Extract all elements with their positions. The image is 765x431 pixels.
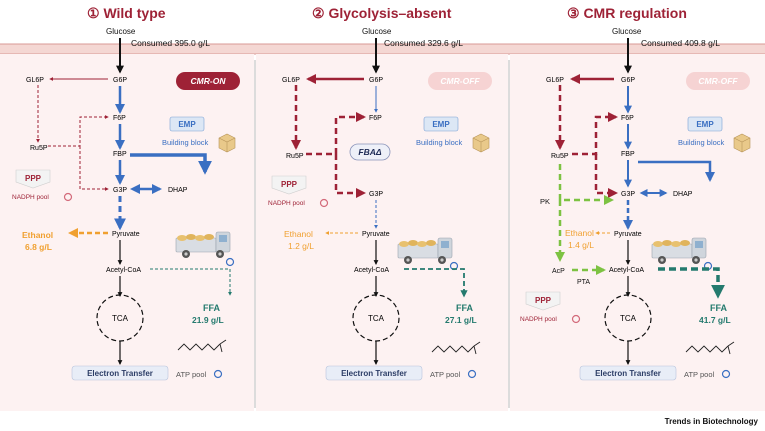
metabolite-f6p: F6P <box>113 115 126 122</box>
cmr-label: CMR-OFF <box>440 76 480 86</box>
metabolite-f6p: F6P <box>369 115 382 122</box>
consumed-label: Consumed 395.0 g/L <box>131 38 210 48</box>
nadph-pool-label: NADPH pool <box>12 194 49 201</box>
ffa-value: 27.1 g/L <box>445 315 477 325</box>
footer-journal: Trends in Biotechnology <box>665 417 759 426</box>
cmr-off-badge <box>428 72 492 90</box>
consumed-label: Consumed 409.8 g/L <box>641 38 720 48</box>
cmr-label: CMR-OFF <box>698 76 738 86</box>
atp-pool-label: ATP pool <box>176 370 206 379</box>
ethanol-value: 6.8 g/L <box>25 242 52 252</box>
membrane-band <box>0 44 765 54</box>
ppp-label: PPP <box>25 174 42 183</box>
metabolite-f6p: F6P <box>621 115 634 122</box>
nadph-pool-icon <box>571 314 581 324</box>
ethanol-label: Ethanol <box>22 230 53 240</box>
glucose-label: Glucose <box>106 27 136 36</box>
ethanol-label: Ethanol <box>284 229 313 239</box>
metabolite-fbp: FBP <box>621 151 635 158</box>
emp-label: EMP <box>178 120 196 129</box>
metabolite-acetyl-coa: Acetyl-CoA <box>609 267 644 274</box>
ffa-label: FFA <box>710 303 727 313</box>
metabolite-acetyl-coa: Acetyl-CoA <box>354 267 389 274</box>
metabolite-gl6p: GL6P <box>282 77 300 84</box>
metabolite-pyruvate: Pyruvate <box>112 231 140 238</box>
metabolite-pyruvate: Pyruvate <box>362 231 390 238</box>
atp-pool-label: ATP pool <box>684 370 714 379</box>
tca-label: TCA <box>112 314 129 323</box>
panel-wild-type: ① Wild type Glucose Consumed 395.0 g/L C… <box>12 5 240 381</box>
atp-pool-icon <box>213 369 223 379</box>
metabolite-g3p: G3P <box>621 191 635 198</box>
atp-pool-icon <box>467 369 477 379</box>
pta-label: PTA <box>577 279 590 286</box>
metabolite-g6p: G6P <box>369 77 383 84</box>
metabolite-dhap: DHAP <box>673 191 693 198</box>
consumed-label: Consumed 329.6 g/L <box>384 38 463 48</box>
ethanol-value: 1.2 g/L <box>288 241 314 251</box>
panel-cmr-regulation: ③ CMR regulation Glucose Consumed 409.8 … <box>520 5 751 381</box>
panel-header: ② Glycolysis–absent <box>312 5 452 21</box>
emp-label: EMP <box>432 120 450 129</box>
nadph-pool-label: NADPH pool <box>268 200 305 207</box>
nadph-pool-icon <box>63 192 73 202</box>
metabolite-gl6p: GL6P <box>26 77 44 84</box>
cmr-on-badge <box>176 72 240 90</box>
nadph-pool-label: NADPH pool <box>520 316 557 323</box>
atp-pool-icon <box>721 369 731 379</box>
electron-transfer-label: Electron Transfer <box>595 369 661 378</box>
building-block-label: Building block <box>678 138 725 147</box>
tca-label: TCA <box>368 314 385 323</box>
acp-label: AcP <box>552 268 565 275</box>
ffa-value: 21.9 g/L <box>192 315 224 325</box>
metabolite-g3p: G3P <box>113 187 127 194</box>
metabolite-g6p: G6P <box>621 77 635 84</box>
metabolite-ru5p: Ru5P <box>551 153 569 160</box>
ffa-label: FFA <box>203 303 220 313</box>
ppp-label: PPP <box>535 296 552 305</box>
metabolite-fbp: FBP <box>113 151 127 158</box>
electron-transfer-label: Electron Transfer <box>341 369 407 378</box>
nadph-pool-icon <box>319 198 329 208</box>
ethanol-label: Ethanol <box>565 228 594 238</box>
emp-label: EMP <box>696 120 714 129</box>
metabolite-g6p: G6P <box>113 77 127 84</box>
glucose-label: Glucose <box>362 27 392 36</box>
panel-header: ③ CMR regulation <box>567 5 687 21</box>
metabolite-pyruvate: Pyruvate <box>614 231 642 238</box>
ffa-label: FFA <box>456 303 473 313</box>
ffa-value: 41.7 g/L <box>699 315 731 325</box>
cmr-label: CMR-ON <box>191 76 227 86</box>
metabolite-dhap: DHAP <box>168 187 188 194</box>
cmr-off-badge <box>686 72 750 90</box>
building-block-label: Building block <box>416 138 463 147</box>
tca-label: TCA <box>620 314 637 323</box>
panel-bg-1 <box>0 54 254 411</box>
metabolite-acetyl-coa: Acetyl-CoA <box>106 267 141 274</box>
panel-header: ① Wild type <box>87 5 166 21</box>
panel-glycolysis-absent: ② Glycolysis–absent Glucose Consumed 329… <box>268 5 492 381</box>
pk-label: PK <box>540 197 550 206</box>
glucose-label: Glucose <box>612 27 642 36</box>
building-block-label: Building block <box>162 138 209 147</box>
metabolite-ru5p: Ru5P <box>30 145 48 152</box>
ppp-label: PPP <box>281 180 298 189</box>
metabolite-g3p: G3P <box>369 191 383 198</box>
metabolite-gl6p: GL6P <box>546 77 564 84</box>
atp-pool-label: ATP pool <box>430 370 460 379</box>
ethanol-value: 1.4 g/L <box>568 240 594 250</box>
panel-bg-2 <box>256 54 508 411</box>
fba-deletion-label: FBAΔ <box>358 147 381 157</box>
metabolite-ru5p: Ru5P <box>286 153 304 160</box>
electron-transfer-label: Electron Transfer <box>87 369 153 378</box>
